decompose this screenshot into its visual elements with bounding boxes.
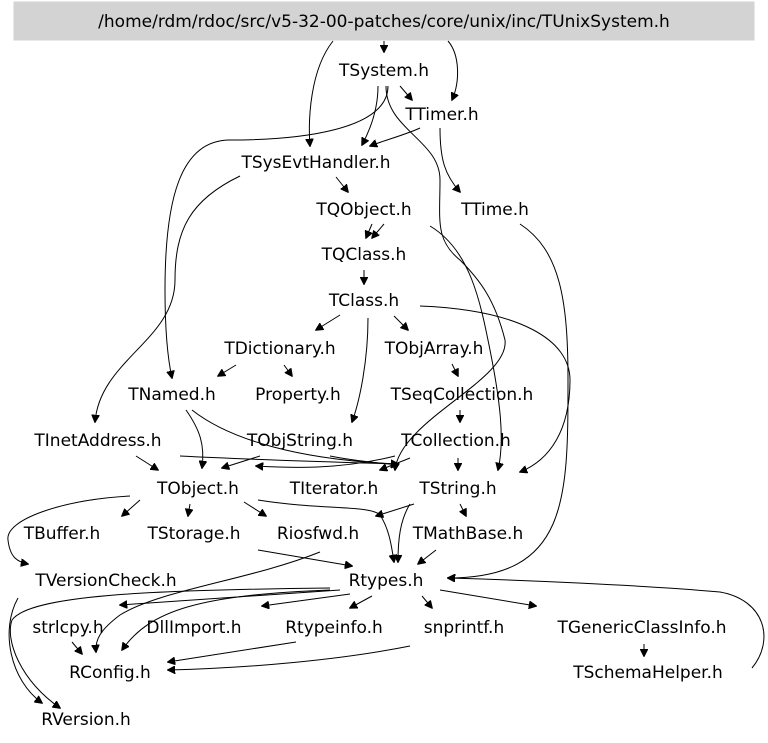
edge-tobject-tbuffer xyxy=(122,499,141,516)
node-tseqcollection: TSeqCollection.h xyxy=(390,385,534,405)
node-rtypes: Rtypes.h xyxy=(349,571,424,591)
edge-ttimer-tsysevthandler xyxy=(370,127,421,146)
node-tdictionary: TDictionary.h xyxy=(223,339,335,359)
edge-rtypeinfo-rconfig xyxy=(168,641,297,662)
edge-ttimer-ttime xyxy=(439,127,460,192)
dependency-edges xyxy=(7,40,765,708)
node-tschemahelper: TSchemaHelper.h xyxy=(572,663,723,683)
edge-tobject-tversioncheck xyxy=(7,495,131,564)
edge-tstring-tmathbase xyxy=(460,503,466,516)
edge-tstring-rtypes xyxy=(398,503,411,562)
node-tstorage: TStorage.h xyxy=(146,524,240,544)
edge-tsystem-tsysevthandler xyxy=(362,85,379,145)
node-tobject: TObject.h xyxy=(156,479,239,499)
edge-rtypes-rversion xyxy=(9,587,331,708)
node-property: Property.h xyxy=(255,385,341,405)
edge-ttime-rtypes xyxy=(448,223,569,578)
root-node-box xyxy=(13,1,755,41)
edge-tinetaddress-tobject xyxy=(135,455,158,470)
node-tqclass: TQClass.h xyxy=(321,245,407,265)
edge-rtypes-rconfig xyxy=(122,589,331,650)
edge-tsysevthandler-tqobject xyxy=(335,176,348,192)
edge-root-ttimer xyxy=(447,40,458,100)
node-tqobject: TQObject.h xyxy=(315,200,411,220)
edge-tdictionary-tnamed xyxy=(218,364,237,376)
edge-tversioncheck-rversion xyxy=(8,597,42,703)
node-tclass: TClass.h xyxy=(328,291,399,311)
node-rtypeinfo: Rtypeinfo.h xyxy=(285,618,383,638)
node-root: /home/rdm/rdoc/src/v5-32-00-patches/core… xyxy=(98,12,670,32)
node-tbuffer: TBuffer.h xyxy=(23,524,101,544)
edge-tclass-tdictionary xyxy=(316,314,341,330)
edge-tclass-tobjarray xyxy=(393,315,408,330)
edge-tobject-tstorage xyxy=(188,503,190,516)
edge-tnamed-tobject xyxy=(185,409,203,468)
edge-tobject-riosfwd xyxy=(243,501,266,516)
edge-rtypes-tgenericclassinfo xyxy=(439,589,536,606)
edge-tcollection-titerator xyxy=(380,457,411,470)
node-ttime: TTime.h xyxy=(460,200,529,220)
edge-tclass-tobjstring xyxy=(352,317,369,422)
edge-tmathbase-rtypes xyxy=(418,549,437,564)
edge-tqobject-tstring xyxy=(429,225,501,470)
edge-tsystem-ttimer xyxy=(399,85,412,100)
edge-tsysevthandler-tinetaddress xyxy=(95,175,241,422)
edge-tqobject-tqclass-2 xyxy=(372,223,385,238)
edge-tcollection-tobject xyxy=(256,455,396,467)
node-dllimport: DllImport.h xyxy=(146,618,241,638)
edge-tinetaddress-tstring xyxy=(179,455,398,464)
edge-tobjarray-tseqcollection xyxy=(452,363,458,376)
graph-nodes: /home/rdm/rdoc/src/v5-32-00-patches/core… xyxy=(13,1,755,730)
edge-tschemahelper-rtypes xyxy=(448,578,765,669)
node-tinetaddress: TInetAddress.h xyxy=(33,431,161,451)
edge-rtypes-dllimport xyxy=(262,593,351,606)
edge-tclass-tstring xyxy=(419,305,571,472)
node-strlcpy: strlcpy.h xyxy=(32,618,103,638)
node-tgenericclassinfo: TGenericClassInfo.h xyxy=(556,618,726,638)
edge-rtypes-rtypeinfo xyxy=(350,595,373,608)
edge-rtypes-strlcpy xyxy=(120,589,341,605)
node-tobjstring: TObjString.h xyxy=(246,431,353,451)
node-tversioncheck: TVersionCheck.h xyxy=(34,571,176,591)
node-tsystem: TSystem.h xyxy=(338,61,429,81)
edge-rtypes-snprintf xyxy=(421,595,432,608)
edge-root-tsysevthandler xyxy=(309,40,334,146)
edge-tobjstring-tobject xyxy=(222,455,261,468)
edge-snprintf-rconfig xyxy=(168,645,411,670)
node-tnamed: TNamed.h xyxy=(127,385,216,405)
node-tsysevthandler: TSysEvtHandler.h xyxy=(240,153,390,173)
node-titerator: TIterator.h xyxy=(289,479,379,499)
node-rconfig: RConfig.h xyxy=(69,663,151,683)
node-rversion: RVersion.h xyxy=(41,710,131,730)
edge-tsystem-tnamed xyxy=(164,85,389,378)
node-tobjarray: TObjArray.h xyxy=(384,339,484,359)
edge-tstring-riosfwd xyxy=(376,503,415,516)
edge-tsystem-tstring xyxy=(385,85,506,470)
node-tcollection: TCollection.h xyxy=(400,431,511,451)
node-tmathbase: TMathBase.h xyxy=(412,524,523,544)
node-riosfwd: Riosfwd.h xyxy=(277,524,359,544)
edge-tqobject-tqclass xyxy=(366,223,372,238)
node-ttimer: TTimer.h xyxy=(404,105,478,125)
edge-tdictionary-property xyxy=(283,364,292,376)
edge-tobjstring-tstring xyxy=(329,455,398,465)
edge-strlcpy-rconfig xyxy=(71,641,82,654)
node-snprintf: snprintf.h xyxy=(424,618,505,638)
edge-tnamed-tstring xyxy=(191,409,398,464)
node-tstring: TString.h xyxy=(418,479,496,499)
